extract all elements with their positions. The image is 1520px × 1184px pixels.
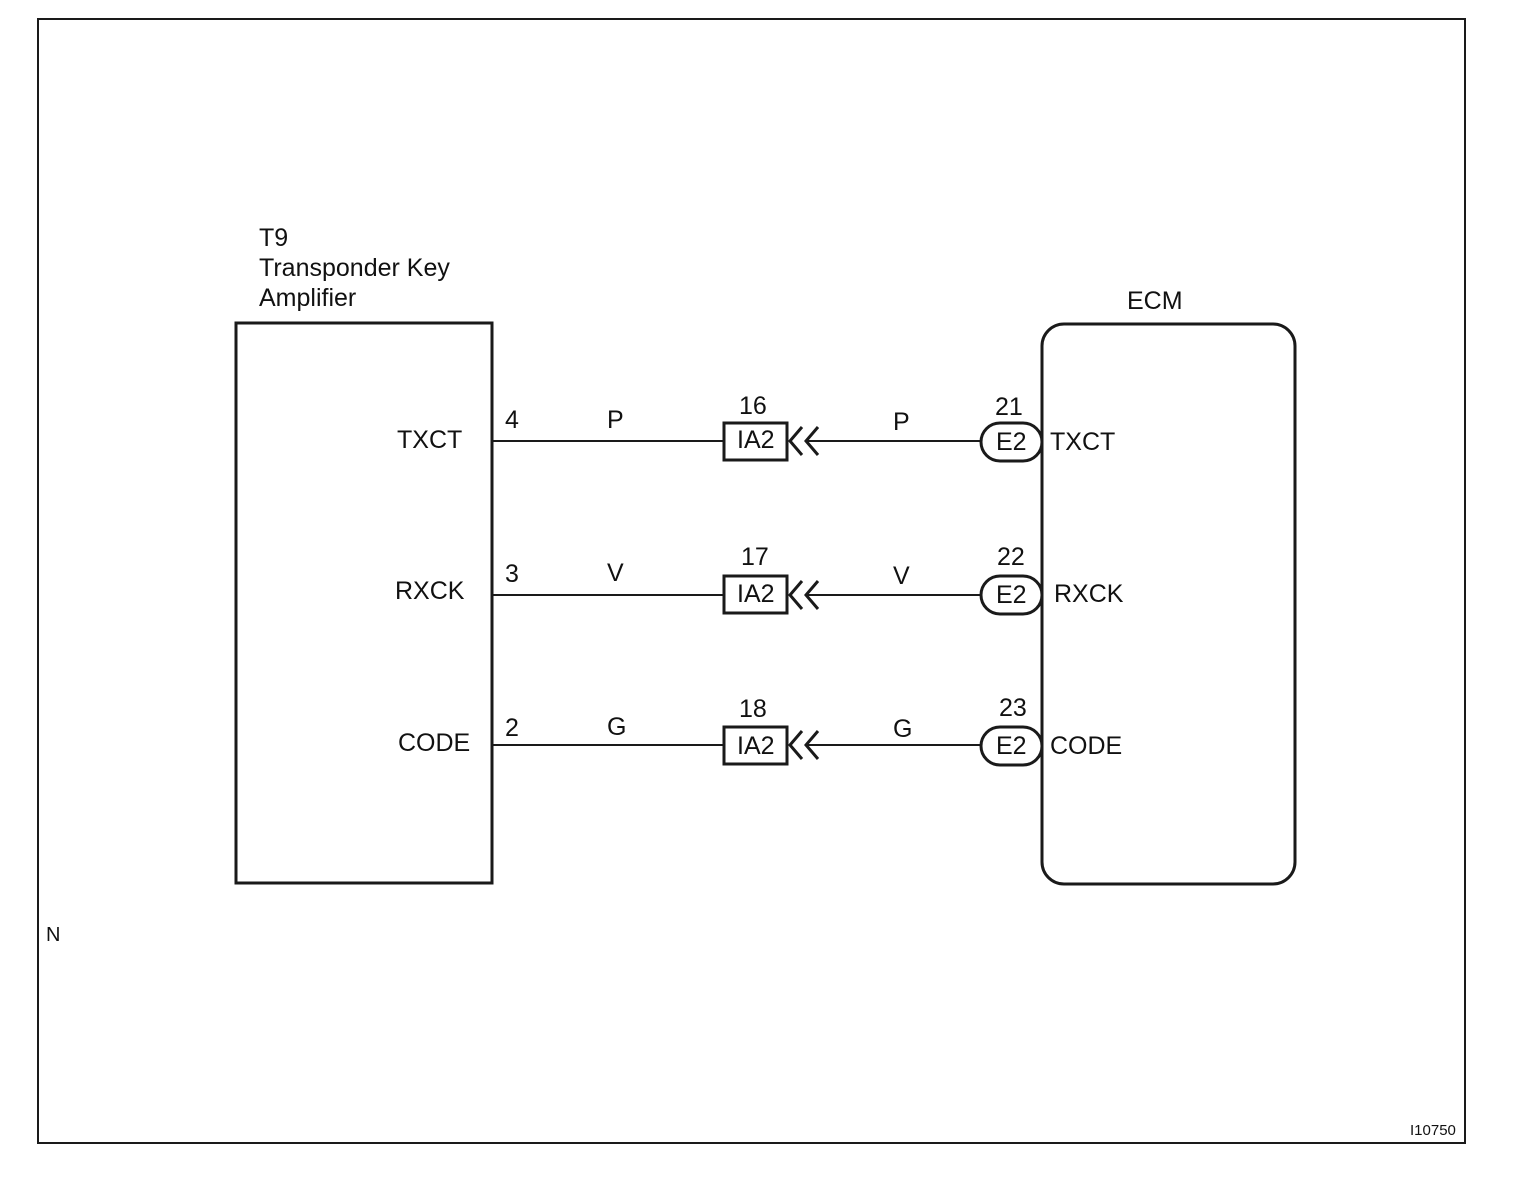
left-pin-number: 4 — [505, 406, 519, 434]
left-signal-label: TXCT — [397, 426, 463, 454]
component-name-line-2: Amplifier — [259, 284, 357, 312]
ecm-connector-oval — [979, 574, 1044, 616]
junction-connector-label: IA2 — [737, 580, 775, 608]
junction-pin-number: 16 — [739, 392, 767, 420]
connector-chevron-icon — [804, 426, 820, 456]
circuit-row-1 — [492, 421, 1044, 463]
wire-color-right: V — [893, 562, 910, 590]
junction-pin-number: 17 — [741, 543, 769, 571]
left-signal-label: CODE — [398, 729, 471, 757]
wire-color-right: G — [893, 715, 913, 743]
right-signal-label: CODE — [1050, 732, 1123, 760]
junction-connector-box — [722, 725, 789, 766]
ecm-connector-label: E2 — [996, 732, 1027, 760]
junction-connector-label: IA2 — [737, 426, 775, 454]
wire-color-left: G — [607, 713, 627, 741]
connector-chevron-icon — [804, 730, 820, 760]
ecm-connector-label: E2 — [996, 581, 1027, 609]
wire-color-left: P — [607, 406, 624, 434]
wire-color-left: V — [607, 559, 624, 587]
connector-chevron-icon — [788, 426, 804, 456]
right-signal-label: TXCT — [1050, 428, 1116, 456]
corner-mark: N — [46, 924, 61, 946]
ecm-connector-label: E2 — [996, 428, 1027, 456]
ecm-pin-number: 21 — [995, 393, 1023, 421]
left-pin-number: 3 — [505, 560, 519, 588]
connector-chevron-icon — [788, 580, 804, 610]
junction-pin-number: 18 — [739, 695, 767, 723]
connector-chevron-icon — [804, 580, 820, 610]
ecm-connector-oval — [979, 725, 1044, 767]
transponder-amplifier-box — [234, 321, 494, 885]
junction-connector-box — [722, 574, 789, 615]
transponder-amplifier-title: T9 Transponder Key Amplifier — [259, 223, 450, 313]
figure-id: I10750 — [1410, 1122, 1456, 1139]
circuit-row-3 — [492, 725, 1044, 767]
ecm-title: ECM — [1127, 287, 1183, 315]
diagram-frame — [37, 18, 1466, 1144]
circuit-row-2 — [492, 574, 1044, 616]
component-name-line-1: Transponder Key — [259, 254, 450, 282]
junction-connector-label: IA2 — [737, 732, 775, 760]
left-pin-number: 2 — [505, 714, 519, 742]
ecm-pin-number: 22 — [997, 543, 1025, 571]
left-signal-label: RXCK — [395, 577, 465, 605]
ecm-pin-number: 23 — [999, 694, 1027, 722]
ecm-connector-oval — [979, 421, 1044, 463]
ecm-box — [1040, 322, 1297, 886]
right-signal-label: RXCK — [1054, 580, 1124, 608]
junction-connector-box — [722, 421, 789, 462]
wire-color-right: P — [893, 408, 910, 436]
connector-chevron-icon — [788, 730, 804, 760]
component-code: T9 — [259, 224, 289, 252]
